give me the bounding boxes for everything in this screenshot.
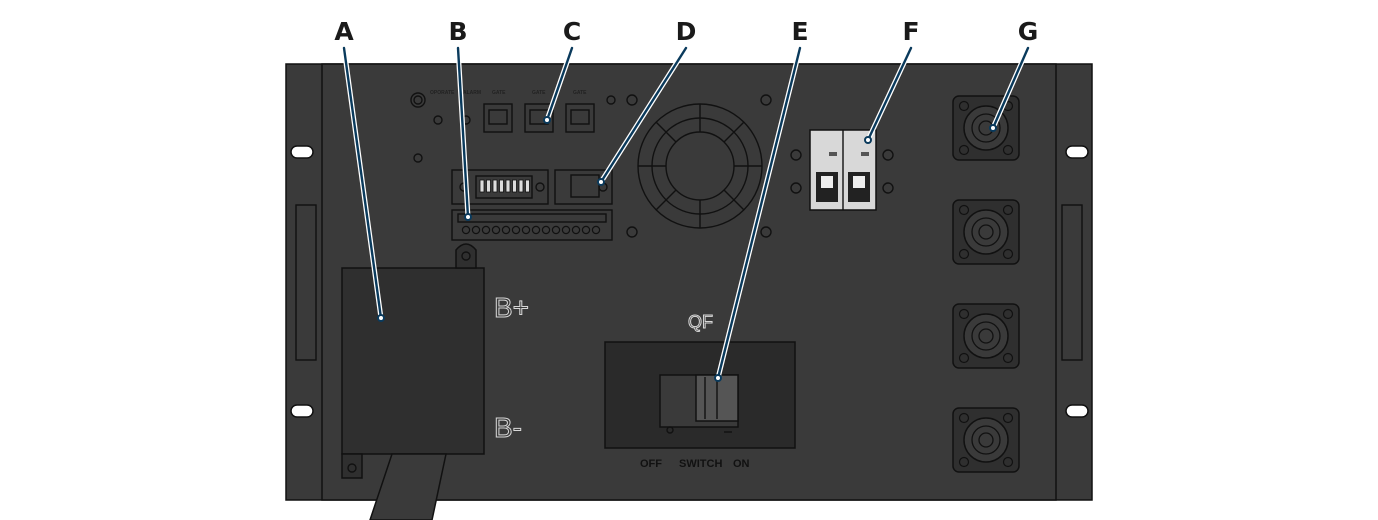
power-connector-2 [952, 199, 1020, 265]
mount-slot-left-bottom [290, 404, 314, 418]
terminal-screw [541, 225, 551, 235]
rs485-terminal-block [451, 209, 613, 241]
cable-cover [341, 243, 485, 520]
dip-key [499, 179, 504, 193]
terminal-screw [521, 225, 531, 235]
screw-left-mid [413, 153, 423, 163]
terminal-screw [491, 225, 501, 235]
handle-left [295, 204, 317, 361]
callout-a: A [334, 17, 354, 46]
dip-key [512, 179, 517, 193]
operate-label: OPORATE [430, 90, 455, 96]
screw-breaker-tr [882, 149, 894, 161]
main-switch [604, 341, 796, 449]
on-label: ON [733, 458, 750, 470]
screw-top-mid [606, 95, 616, 105]
leader-dot-e [714, 374, 722, 382]
gate-label-3: GATE [573, 90, 587, 96]
screw-breaker-br [882, 182, 894, 194]
leader-dot-f [864, 136, 872, 144]
leader-lines [341, 45, 1031, 381]
power-connector-4 [952, 407, 1020, 473]
terminal-screw [481, 225, 491, 235]
handle-right [1061, 204, 1083, 361]
qf-label: QF [688, 312, 713, 332]
dip-switch-block [451, 169, 549, 205]
leader-dot-b [464, 213, 472, 221]
switch-label: SWITCH [679, 458, 722, 470]
fan-grille [637, 103, 763, 229]
power-connector-1 [952, 95, 1020, 161]
leader-dot-a [377, 314, 385, 322]
screw-fan-tl [626, 94, 638, 106]
mount-slot-left-top [290, 145, 314, 159]
leader-dot-g [989, 124, 997, 132]
terminal-screw [591, 225, 601, 235]
screw-breaker-bl [790, 182, 802, 194]
dip-key [486, 179, 491, 193]
callout-f: F [902, 17, 919, 46]
screw-breaker-tl [790, 149, 802, 161]
b-minus-label: B- [494, 412, 522, 443]
screw-top-left [413, 95, 423, 105]
terminal-screw [551, 225, 561, 235]
terminal-screw [461, 225, 471, 235]
callout-g: G [1018, 17, 1039, 46]
b-plus-label: B+ [494, 292, 529, 323]
terminal-screw [561, 225, 571, 235]
screw-fan-br [760, 226, 772, 238]
dip-key [479, 179, 485, 193]
gate-label-2: GATE [532, 90, 546, 96]
leader-dot-c [543, 116, 551, 124]
dip-key [518, 179, 524, 193]
terminal-screw [501, 225, 511, 235]
dip-key [505, 179, 511, 193]
dip-key [492, 179, 498, 193]
rj45-port-1 [483, 103, 513, 133]
rj45-port-3 [565, 103, 595, 133]
mount-slot-right-top [1065, 145, 1089, 159]
terminal-screw [531, 225, 541, 235]
screw-fan-tr [760, 94, 772, 106]
terminal-screw [571, 225, 581, 235]
terminal-screw [581, 225, 591, 235]
off-label: OFF [640, 458, 662, 470]
gate-label-1: GATE [492, 90, 506, 96]
screw-fan-bl [626, 226, 638, 238]
terminal-screw [471, 225, 481, 235]
callout-e: E [791, 17, 808, 46]
leader-dot-d [597, 178, 605, 186]
circuit-breaker [809, 129, 877, 211]
operate-led [433, 115, 443, 125]
callout-c: C [563, 17, 581, 46]
dip-key [525, 179, 530, 193]
terminal-screw [511, 225, 521, 235]
power-connector-3 [952, 303, 1020, 369]
screw-top-left-ring [410, 92, 426, 108]
callout-d: D [676, 17, 697, 46]
mount-slot-right-bottom [1065, 404, 1089, 418]
alarm-label: ALARM [463, 90, 481, 96]
callout-b: B [448, 17, 467, 46]
